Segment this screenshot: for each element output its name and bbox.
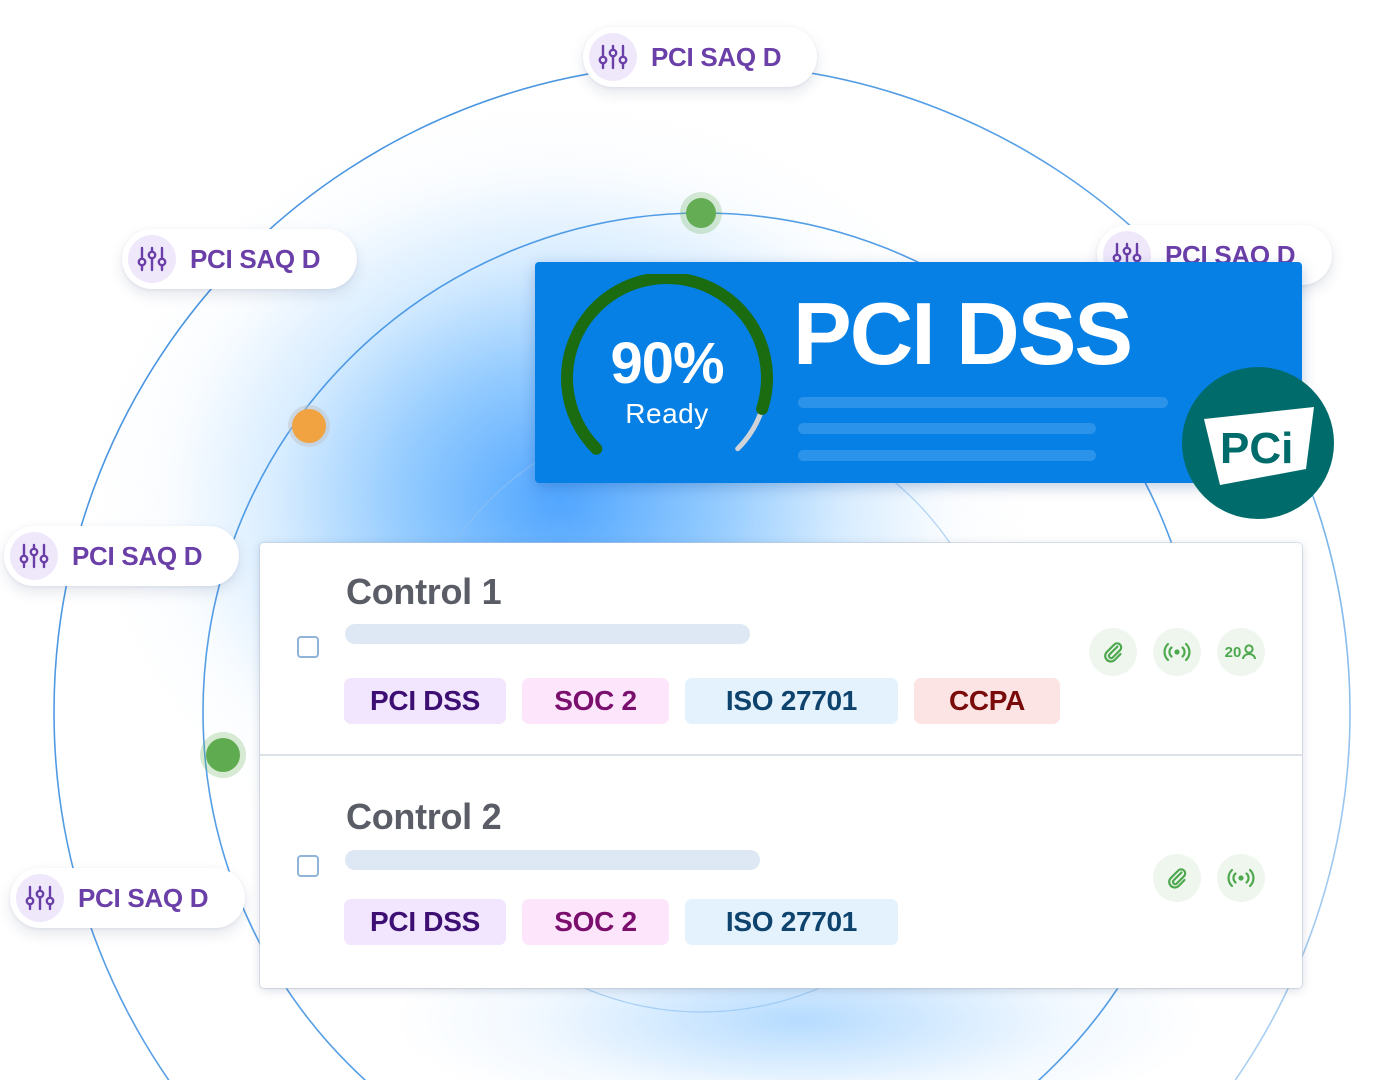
status-dot-warning-core (292, 409, 326, 443)
sliders-icon (128, 235, 176, 283)
control-description-skeleton (345, 850, 760, 870)
tag-soc-2[interactable]: SOC 2 (522, 678, 669, 724)
framework-card[interactable]: 90% Ready PCI DSS (535, 262, 1302, 483)
control-actions: 20 (1089, 628, 1265, 676)
orbit-badge-label: PCI SAQ D (190, 243, 321, 274)
orbit-badge-label: PCI SAQ D (651, 41, 782, 72)
control-description-skeleton (345, 624, 750, 644)
readiness-gauge-fill (561, 274, 773, 455)
orbit-badge[interactable]: PCI SAQ D (10, 868, 245, 928)
framework-title: PCI DSS (793, 284, 1133, 383)
control-checkbox[interactable] (297, 636, 319, 658)
framework-tags: PCI DSS SOC 2 ISO 27701 CCPA (344, 678, 1060, 724)
monitoring-button[interactable] (1153, 628, 1201, 676)
tag-iso-27701[interactable]: ISO 27701 (685, 678, 898, 724)
sliders-icon (589, 33, 637, 81)
attachment-button[interactable] (1089, 628, 1137, 676)
sliders-icon (10, 532, 58, 580)
users-icon (1242, 644, 1257, 660)
readiness-percent: 90% (610, 331, 724, 396)
status-dot-ok-core (686, 198, 716, 228)
broadcast-icon (1227, 868, 1255, 888)
paperclip-icon (1168, 868, 1187, 889)
broadcast-icon (1163, 642, 1191, 662)
tag-pci-dss[interactable]: PCI DSS (344, 678, 506, 724)
tag-soc-2[interactable]: SOC 2 (522, 899, 669, 945)
sliders-icon (16, 874, 64, 922)
row-divider (260, 754, 1302, 756)
status-dot-ok-core (206, 738, 240, 772)
attachment-button[interactable] (1153, 854, 1201, 902)
monitoring-button[interactable] (1217, 854, 1265, 902)
pci-logo-text: PCi (1220, 424, 1293, 473)
orbit-badge-label: PCI SAQ D (78, 882, 209, 913)
description-skeleton (798, 397, 1168, 408)
description-skeleton (798, 423, 1096, 434)
tag-pci-dss[interactable]: PCI DSS (344, 899, 506, 945)
paperclip-icon (1104, 642, 1123, 663)
owners-count: 20 (1224, 643, 1242, 661)
tag-ccpa[interactable]: CCPA (914, 678, 1060, 724)
tag-iso-27701[interactable]: ISO 27701 (685, 899, 898, 945)
orbit-badge-label: PCI SAQ D (72, 540, 203, 571)
orbit-badge[interactable]: PCI SAQ D (122, 229, 357, 289)
control-name: Control 2 (346, 796, 502, 837)
control-row[interactable]: Control 2 PCI DSS SOC 2 ISO 27701 (260, 756, 1302, 988)
description-skeleton (798, 450, 1096, 461)
orbit-badge[interactable]: PCI SAQ D (4, 526, 239, 586)
control-checkbox[interactable] (297, 855, 319, 877)
readiness-gauge (561, 274, 773, 455)
control-name: Control 1 (346, 571, 502, 612)
pci-logo-icon: PCi (1204, 407, 1314, 485)
pci-logo: PCi (1182, 367, 1334, 519)
framework-tags: PCI DSS SOC 2 ISO 27701 (344, 899, 898, 945)
controls-list: Control 1 PCI DSS SOC 2 ISO 27701 CCPA 2… (260, 543, 1302, 988)
owners-button[interactable]: 20 (1217, 628, 1265, 676)
readiness-caption: Ready (625, 398, 709, 429)
control-actions (1153, 854, 1265, 902)
orbit-badge[interactable]: PCI SAQ D (583, 27, 817, 87)
control-row[interactable]: Control 1 PCI DSS SOC 2 ISO 27701 CCPA 2… (260, 543, 1302, 754)
